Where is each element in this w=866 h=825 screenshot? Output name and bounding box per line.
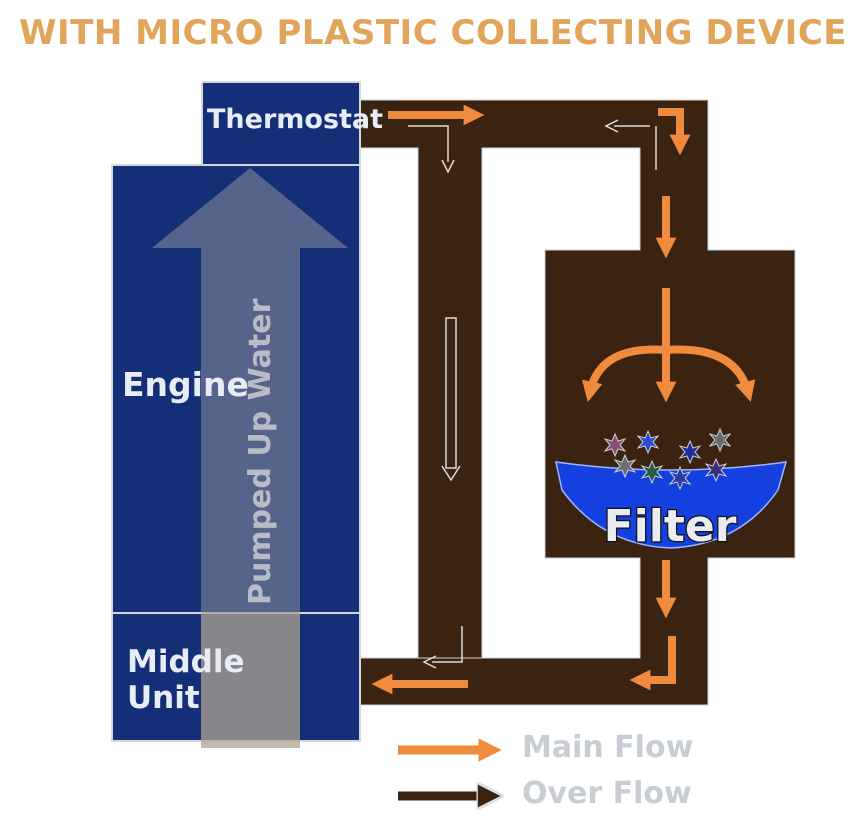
main-flow-arrow [629,636,676,691]
particle-star [636,429,660,455]
thermostat-label: Thermostat [207,104,383,135]
pumped-up-water-label: Pumped Up Water [243,298,278,605]
middle-unit-label-line1: Middle [127,644,245,680]
particle-star [668,465,692,491]
legend-item-main-flow: Main Flow [398,730,693,765]
microplastic-particles [603,427,732,491]
engine-label: Engine [122,365,249,404]
particle-star [678,439,702,465]
main-flow-arrow [582,345,667,403]
over-flow-arrow [604,119,619,133]
over-flow-arrow [408,125,449,162]
filter-label: Filter [604,501,737,552]
main-flow-arrow [665,345,756,403]
pumped-up-water-arrow [152,168,348,748]
main-flow-arrow [658,108,691,156]
diagram-title: WITH MICRO PLASTIC COLLECTING DEVICE [19,13,847,53]
legend-item-over-flow: Over Flow [398,776,692,811]
legend-main-flow-label: Main Flow [522,730,693,765]
particle-star [704,457,728,483]
over-flow-arrows [408,119,657,669]
coolant-pipe-loop [357,99,796,706]
particle-star [613,453,637,479]
legend: Main Flow Over Flow [398,730,693,811]
over-flow-arrow [441,159,455,174]
over-flow-arrow [445,317,457,469]
particle-star [640,459,664,485]
over-flow-arrow [432,626,463,663]
particle-star [708,427,732,453]
middle-unit-label-line2: Unit [127,680,200,716]
main-flow-arrows [371,104,756,695]
over-flow-arrow [422,655,437,669]
legend-over-flow-label: Over Flow [522,776,692,811]
particle-star [603,432,627,458]
thermostat-block [201,81,361,166]
over-flow-arrow [441,465,461,482]
filter-device: Filter [555,461,788,553]
